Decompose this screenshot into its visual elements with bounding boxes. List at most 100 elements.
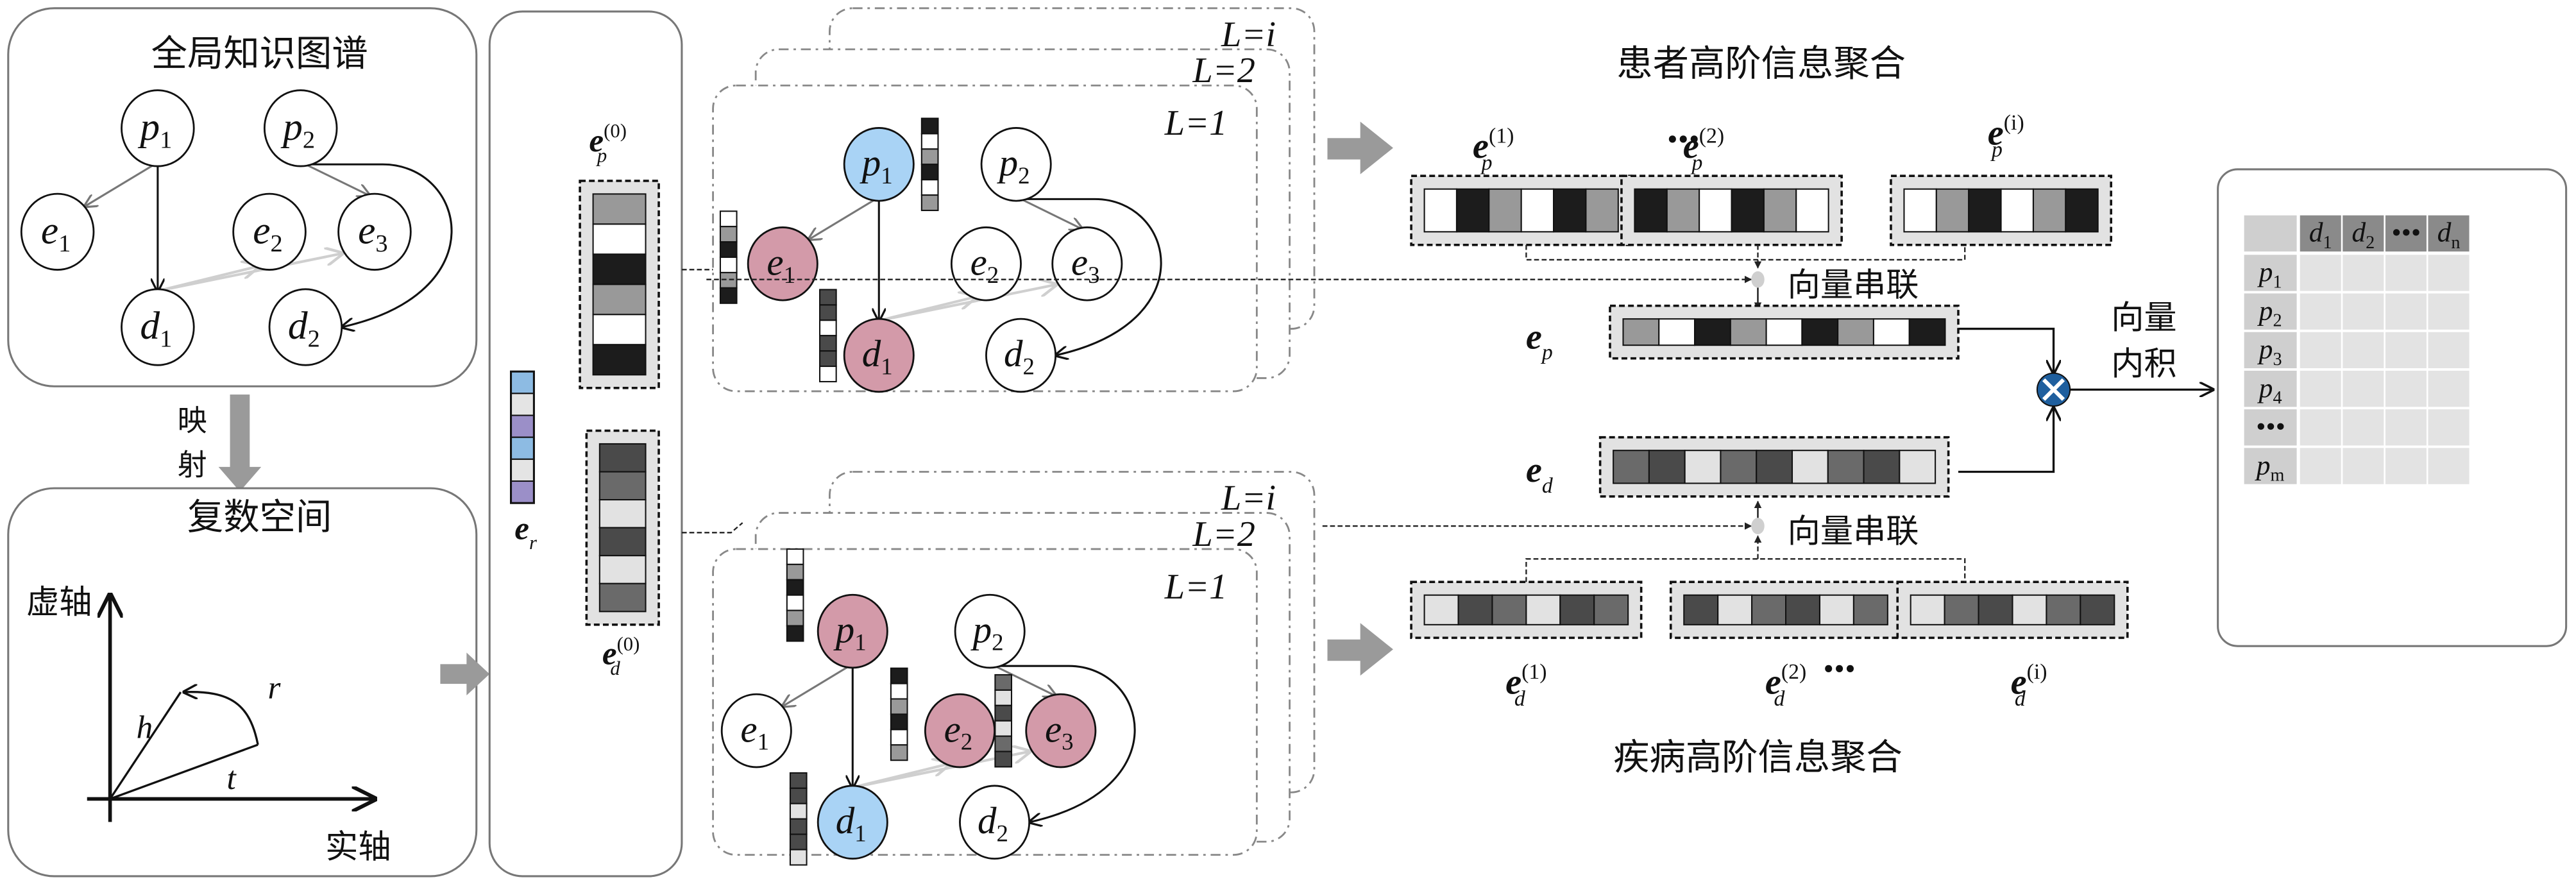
vector-cell [994, 720, 1013, 737]
vector-cell [1899, 450, 1936, 484]
header-cell [2300, 215, 2341, 252]
node-circle [268, 288, 343, 366]
vector-cell [510, 480, 535, 504]
vector-cell [1795, 188, 1829, 233]
vector-cell [890, 729, 908, 746]
multiply-cross [2042, 378, 2065, 401]
patient-agg-title: 患者高阶信息聚合 [1616, 43, 1906, 85]
vector-box [1890, 174, 2112, 246]
vector-cell [786, 594, 804, 611]
vector-t [110, 743, 258, 801]
node-circle [747, 226, 818, 301]
node-p1: p1 [121, 89, 195, 167]
row-header-cell [2244, 255, 2297, 291]
vector-cell [1903, 188, 1937, 233]
patient-final-vector: ep [1526, 304, 1960, 364]
vector-box [1410, 581, 1643, 640]
vector-cell [920, 164, 939, 181]
vector-cell [1694, 318, 1731, 346]
vector-cell [1837, 318, 1874, 346]
vector-cell [1827, 450, 1865, 484]
disease-layer-vector-2: e(2)d [1669, 581, 1902, 711]
header-label: ••• [2391, 217, 2421, 248]
relation-embedding: er [510, 370, 538, 554]
vector-cell [598, 499, 647, 529]
node-vector-p1 [786, 548, 804, 642]
node-circle [121, 288, 195, 366]
node-vector-e1 [719, 210, 738, 304]
layer-label: L=i [1221, 478, 1276, 518]
vector-cell [719, 287, 738, 304]
score-cell [2300, 448, 2341, 484]
node-e3: e3 [1051, 226, 1123, 301]
node-p2: p2 [980, 127, 1052, 202]
vector-cell [1585, 188, 1619, 233]
vector-cell [789, 802, 808, 820]
score-cell [2385, 293, 2427, 330]
score-cell [2300, 409, 2341, 446]
vector-cell [1756, 450, 1793, 484]
node-circle [843, 318, 915, 393]
row-header-cell [2244, 448, 2297, 484]
node-e2: e2 [924, 693, 996, 768]
score-cell [2300, 293, 2341, 330]
vector-cells [1634, 188, 1829, 233]
vector-cell [1935, 188, 1970, 233]
er-label: er [514, 511, 538, 554]
node-d1: d1 [817, 785, 888, 860]
vector-cell [1622, 318, 1660, 346]
vector-box [1410, 174, 1633, 246]
vector-label: e(i)p [1988, 111, 2024, 162]
header-label: dn [2437, 217, 2461, 253]
score-cell [2343, 448, 2384, 484]
vector-cell [890, 713, 908, 731]
vector-cell [1648, 450, 1686, 484]
vector-cell [1910, 594, 1945, 625]
node-circle [959, 785, 1031, 860]
vector-cell [819, 289, 837, 306]
row-label: p2 [2257, 295, 2282, 330]
score-cell [2343, 255, 2384, 291]
disease-concat-node [1751, 518, 1765, 534]
vector-cell [598, 443, 647, 473]
vector-cell [592, 253, 647, 285]
vector-cell [510, 393, 535, 416]
node-label: e1 [767, 241, 795, 287]
score-cell [2300, 332, 2341, 369]
complex-space-panel: 复数空间 虚轴 实轴 h r t [7, 487, 478, 878]
patient-layer-vector-1: e(1)p [1410, 124, 1633, 246]
vector-cell [890, 667, 908, 684]
mapping-arrow-shaft [230, 395, 250, 470]
vector-cells [1903, 188, 2099, 233]
vector-cell [920, 133, 939, 150]
score-cell [2428, 255, 2470, 291]
disease-agg-arrow-shaft [1327, 639, 1364, 661]
row-header-cell [2244, 332, 2297, 369]
node-circle [985, 318, 1057, 393]
ep0-label: e(0)p [589, 120, 627, 166]
vector-cell [819, 319, 837, 337]
label-r: r [267, 670, 281, 706]
node-p1: p1 [843, 127, 915, 202]
patient-ellipsis: ••• [1668, 124, 1700, 154]
disease-ellipsis: ••• [1824, 654, 1856, 683]
score-cell [2428, 448, 2470, 484]
node-d2: d2 [985, 318, 1057, 393]
vector-cells [1613, 450, 1936, 484]
matrix-column-header: d1 [2300, 215, 2341, 253]
score-cell [2343, 370, 2384, 407]
vector-cell [1559, 594, 1595, 625]
vector-cell [994, 751, 1013, 768]
disease-agg-arrow-head [1360, 623, 1393, 676]
disease-concat-label: 向量串联 [1788, 513, 1919, 551]
matrix-row: p4 [2244, 370, 2470, 408]
node-label: p2 [997, 141, 1030, 188]
edge-p2-d2 [994, 665, 1136, 822]
node-circle [121, 89, 195, 167]
vector-cell [789, 818, 808, 835]
patient-layer-vector-2: e(2)p [1620, 124, 1843, 246]
vector-cell [592, 223, 647, 255]
matrix-corner [2244, 215, 2297, 252]
